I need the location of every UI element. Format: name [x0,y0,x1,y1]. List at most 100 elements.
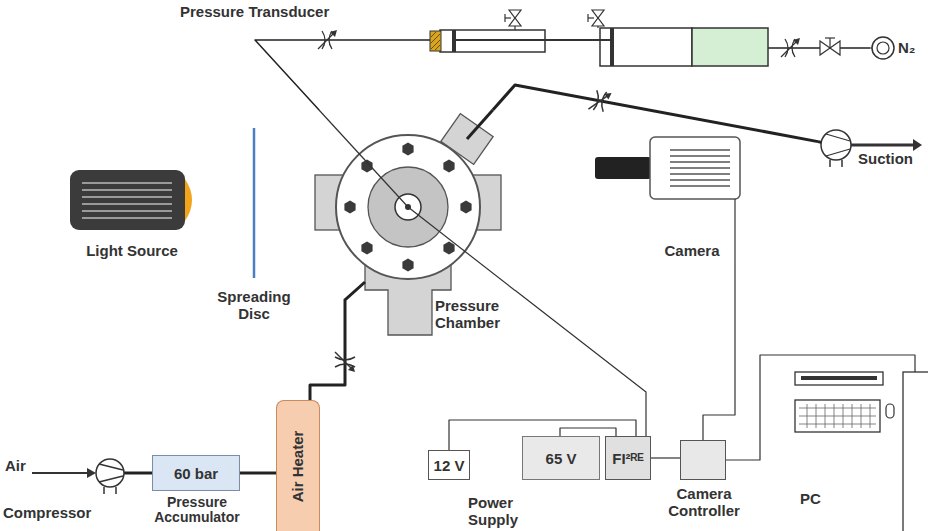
power-supply-65v: 65 V [522,436,600,480]
illustration-part [87,468,96,478]
illustration-part [460,201,471,214]
part-label: Pressure Accumulator [142,495,252,525]
illustration-part [456,39,612,41]
illustration-part [588,17,594,18]
signal-wire [515,290,646,436]
air-pipe [310,335,345,400]
suction-outlet-arrow [851,139,922,151]
power-supply-12v: 12 V [428,450,470,480]
throttle-symbol [588,89,611,112]
part-label: Air Heater [290,430,307,502]
illustration-part [597,26,598,28]
illustration-part [96,459,124,487]
illustration-part [799,404,876,428]
part-label: Spreading Disc [212,288,296,322]
illustration-part [319,110,408,207]
illustration-part [104,487,116,494]
vent-valve [505,10,521,30]
illustration-part [913,139,922,151]
illustration-part [402,143,413,156]
group-label: Power Supply [468,494,532,528]
illustration-part [408,207,515,291]
nitrogen-bottle: N₂ [870,34,926,62]
throttle-symbol [781,38,800,57]
pressure-value: 60 bar [174,465,218,482]
illustration-part [588,92,608,112]
illustration-part [830,41,840,55]
pc: PC [785,372,928,531]
illustration-part [821,130,851,160]
illustration-part [509,18,521,26]
illustration-part [348,365,355,372]
drive-cylinder [545,28,768,66]
illustration-part [443,242,454,255]
air-heater: Air Heater [276,400,320,531]
throttle-symbol [318,30,337,49]
illustration-part [829,38,830,48]
illustration-part [826,134,850,156]
air-pipe [240,472,276,475]
illustration-part [345,282,365,335]
suction-pump: Suction [818,125,920,175]
illustration-part [886,404,894,418]
illustration-part [431,32,440,50]
illustration-part [452,30,456,52]
illustration-part [825,37,835,38]
pressure-line [255,40,870,110]
illustration-part [335,352,352,369]
gas-label: N₂ [898,39,926,56]
fire-controller: FI²ᴿᴱ [605,436,651,480]
illustration-part [361,242,372,255]
illustration-part [344,201,355,214]
illustration-part [185,179,192,221]
illustration-part [795,400,880,432]
illustration-part [330,30,337,37]
part-label: Camera Controller [659,485,749,519]
spreading-disc [253,128,256,278]
pressure-chamber: Pressure Chamber [315,110,515,335]
device-label: FI²ᴿᴱ [612,450,643,467]
signal-wire [651,457,680,458]
part-label: PC [800,490,840,507]
part-label: Suction [858,150,920,167]
camera: Camera [592,132,747,267]
illustration-part [318,33,334,49]
illustration-part [32,472,88,474]
illustration-part [670,150,730,186]
illustration-part [903,372,928,531]
illustration-part [851,144,914,147]
illustration-part [820,41,830,55]
illustration-part [610,28,614,66]
air-inlet-arrow [32,468,96,478]
data-cable [726,355,915,460]
illustration-part [82,183,172,218]
vent-valve [588,10,604,28]
suction-pipe [493,85,818,142]
illustration-part [872,37,894,59]
illustration-part [650,137,740,199]
sensor-label: Pressure Transducer [180,3,350,20]
throttle-symbol [335,352,355,372]
illustration-part [514,26,515,30]
illustration-part [795,372,883,385]
illustration-part [443,160,454,173]
illustration-part [587,14,588,22]
illustration-part [430,31,441,51]
illustration-part [801,376,877,380]
part-label: Light Source [62,242,202,259]
illustration-part [70,170,185,230]
illustration-part [99,464,123,482]
part-label: Compressor [3,504,103,521]
light-source: Light Source [62,165,202,265]
illustration-part [545,39,612,41]
illustration-part [781,41,797,57]
pc-art [785,372,928,531]
shutoff-valve [820,38,840,55]
illustration-part [734,199,735,267]
pressure-accumulator: 60 barPressure Accumulator [152,455,240,491]
part-label: Pressure Chamber [435,297,515,331]
illustration-part [600,28,692,66]
illustration-part [467,110,493,139]
illustration-part [692,28,768,66]
